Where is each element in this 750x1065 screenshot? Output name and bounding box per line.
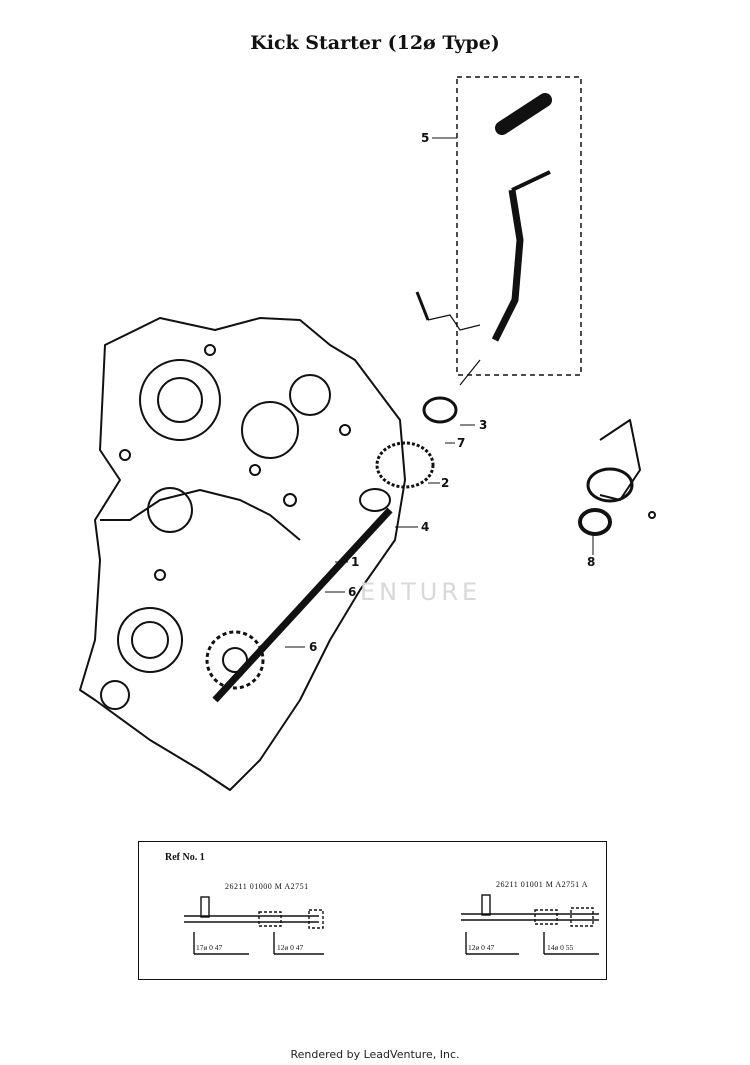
reference-title: Ref No. 1: [165, 852, 205, 863]
bearing-bore: [241, 401, 299, 459]
case-flange: [100, 489, 301, 541]
bearing-bore: [289, 374, 331, 416]
callout-1: 1: [351, 555, 360, 569]
callout-6-upper: 6: [348, 585, 357, 599]
bearing-bore: [117, 607, 183, 673]
bearing-bore: [100, 680, 130, 710]
oil-seal: [586, 467, 634, 503]
kick-pedal-arm: [491, 189, 524, 342]
kit-box: [456, 76, 582, 376]
callout-6-lower: 6: [309, 640, 318, 654]
dim-right-1: 12ø 0 47: [468, 943, 495, 952]
kick-shaft: [212, 507, 393, 703]
callout-4: 4: [421, 520, 430, 534]
bearing-bore: [147, 487, 193, 533]
exploded-parts-diagram: [79, 76, 656, 791]
gear: [205, 630, 265, 690]
shaft-illustrations: [184, 894, 599, 955]
engine-case-outline: [79, 317, 406, 791]
callout-8: 8: [587, 555, 596, 569]
return-spring: [375, 441, 435, 489]
callout-5: 5: [421, 131, 430, 145]
dim-left-1: 17ø 0 47: [196, 943, 223, 952]
reference-box: Ref No. 1 26211 01000 M A2751 26211 0100…: [138, 841, 607, 980]
bearing-bore: [157, 377, 203, 423]
bearing-bore: [139, 359, 221, 441]
dim-right-2: 14ø 0 55: [547, 943, 574, 952]
callout-7: 7: [457, 436, 466, 450]
dim-left-2: 12ø 0 47: [277, 943, 304, 952]
part-number-left: 26211 01000 M A2751: [225, 882, 309, 891]
watermark-text: ENTURE: [360, 578, 482, 606]
part-number-right: 26211 01001 M A2751 A: [496, 880, 588, 889]
callout-3: 3: [479, 418, 488, 432]
callout-2: 2: [441, 476, 450, 490]
footer-credit: Rendered by LeadVenture, Inc.: [290, 1048, 460, 1061]
diagram-title: Kick Starter (12ø Type): [250, 32, 500, 54]
bearing-bore: [131, 621, 169, 659]
pedal-rubber: [495, 93, 552, 135]
